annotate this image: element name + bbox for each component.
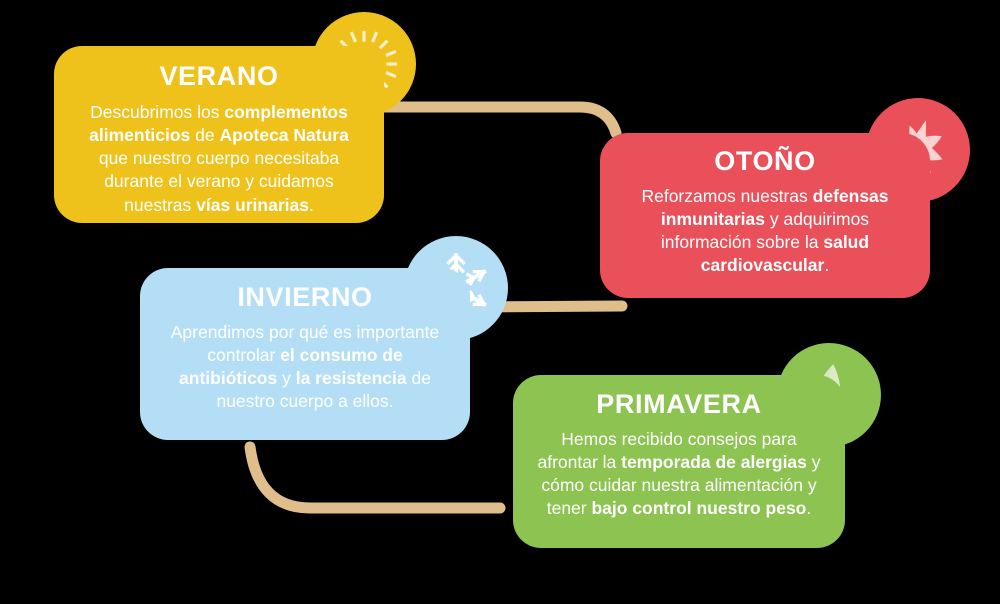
card-verano-body: Descubrimos los complementos alimenticio… xyxy=(89,101,349,215)
card-verano[interactable]: VERANO Descubrimos los complementos alim… xyxy=(54,46,384,223)
card-otono-body: Reforzamos nuestras defensas inmunitaria… xyxy=(641,185,889,276)
card-primavera-body: Hemos recibido consejos para afrontar la… xyxy=(537,428,821,519)
card-invierno-body: Aprendimos por qué es importante control… xyxy=(170,321,440,412)
card-invierno[interactable]: INVIERNO Aprendimos por qué es important… xyxy=(140,268,470,440)
card-primavera-title: PRIMAVERA xyxy=(596,389,762,419)
card-otono-title: OTOÑO xyxy=(714,146,816,176)
card-invierno-title: INVIERNO xyxy=(237,282,373,312)
connector-verano-otono xyxy=(372,101,622,139)
card-verano-title: VERANO xyxy=(159,61,279,91)
card-otono[interactable]: OTOÑO Reforzamos nuestras defensas inmun… xyxy=(600,133,930,298)
connector-invierno-primavera xyxy=(244,441,506,514)
card-primavera[interactable]: PRIMAVERA Hemos recibido consejos para a… xyxy=(513,375,845,548)
